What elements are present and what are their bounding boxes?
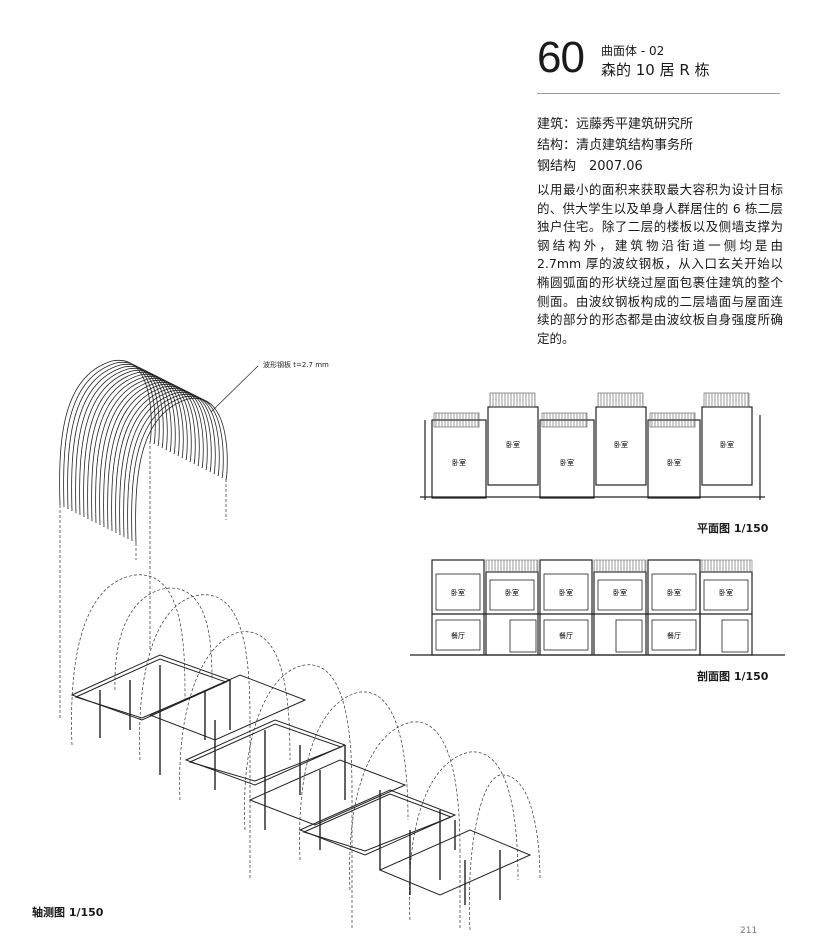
credit-steel-date: 钢结构 2007.06 <box>537 159 643 174</box>
plan-room-3: 卧室 <box>560 458 574 467</box>
page-number: 211 <box>740 926 758 936</box>
section-upper-3: 卧室 <box>559 588 573 597</box>
project-description: 以用最小的面积来获取最大容积为设计目标的、供大学生以及单身人群居住的 6 栋二层… <box>537 182 783 346</box>
section-upper-2: 卧室 <box>505 588 519 597</box>
section-upper-1: 卧室 <box>451 588 465 597</box>
section-lower-1: 餐厅 <box>451 631 465 640</box>
corrugated-steel-callout: 波形钢板 t=2.7 mm <box>263 361 329 369</box>
axonometric-caption: 轴测图 1/150 <box>32 906 104 919</box>
stair-hatch <box>433 392 750 428</box>
credit-structure: 结构：清贞建筑结构事务所 <box>537 138 694 153</box>
section-caption: 剖面图 1/150 <box>697 670 769 683</box>
section-lower-5: 餐厅 <box>667 631 681 640</box>
corrugated-shell <box>59 360 228 544</box>
section-upper-4: 卧室 <box>613 588 627 597</box>
callout-leader <box>210 365 259 413</box>
project-title: 森的 10 居 R 栋 <box>601 61 710 79</box>
plan-room-5: 卧室 <box>667 458 681 467</box>
steel-columns <box>99 665 501 905</box>
plan-room-4: 卧室 <box>614 440 628 449</box>
project-number: 60 <box>537 33 585 82</box>
section-upper-5: 卧室 <box>667 588 681 597</box>
header-divider <box>537 93 780 94</box>
plan-room-1: 卧室 <box>452 458 466 467</box>
section-drawing: 卧室 卧室 卧室 卧室 卧室 卧室 餐厅 餐厅 餐厅 <box>410 559 785 656</box>
ghost-arches <box>59 441 541 931</box>
section-lower-3: 餐厅 <box>559 631 573 640</box>
floor-plan: 卧室 卧室 卧室 卧室 卧室 卧室 <box>420 392 765 500</box>
plan-caption: 平面图 1/150 <box>697 522 769 535</box>
project-category: 曲面体 - 02 <box>601 44 665 58</box>
plan-room-6: 卧室 <box>720 440 734 449</box>
section-upper-6: 卧室 <box>719 588 733 597</box>
credits: 建筑：远藤秀平建筑研究所 结构：清贞建筑结构事务所 钢结构 2007.06 <box>537 114 693 177</box>
floor-slabs <box>70 654 532 896</box>
plan-room-2: 卧室 <box>506 440 520 449</box>
credit-architect: 建筑：远藤秀平建筑研究所 <box>537 117 694 132</box>
